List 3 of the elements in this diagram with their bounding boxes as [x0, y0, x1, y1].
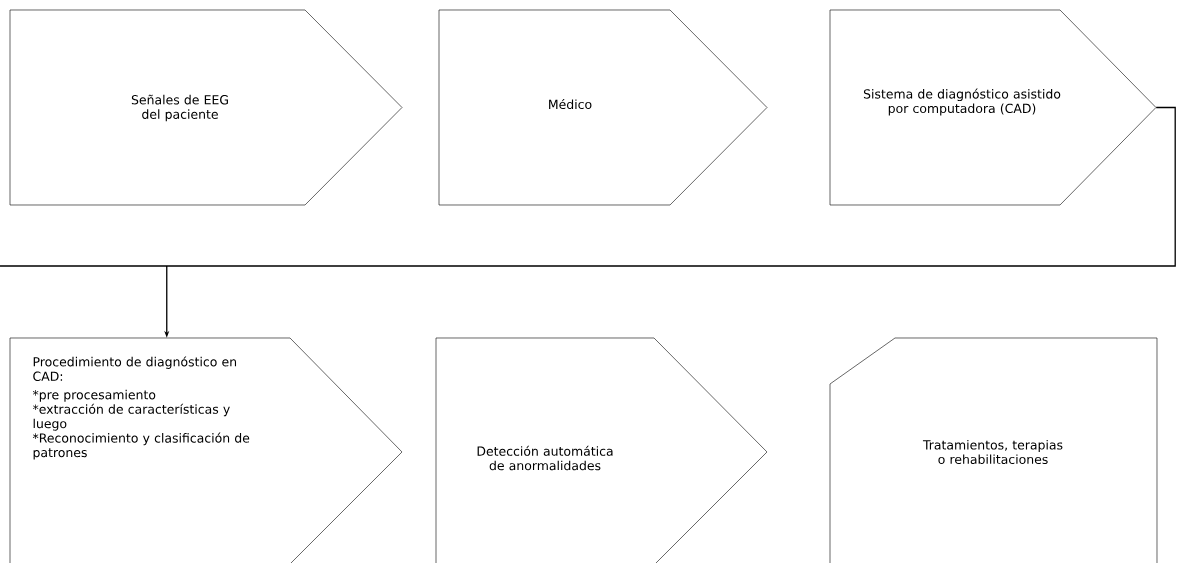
process-arrow-box: Sistema de diagnóstico asistido por computadora (CAD)	[829, 9, 1157, 206]
process-arrow-box: Señales de EEG del paciente	[9, 9, 403, 206]
process-arrow-box: Médico	[438, 9, 768, 206]
